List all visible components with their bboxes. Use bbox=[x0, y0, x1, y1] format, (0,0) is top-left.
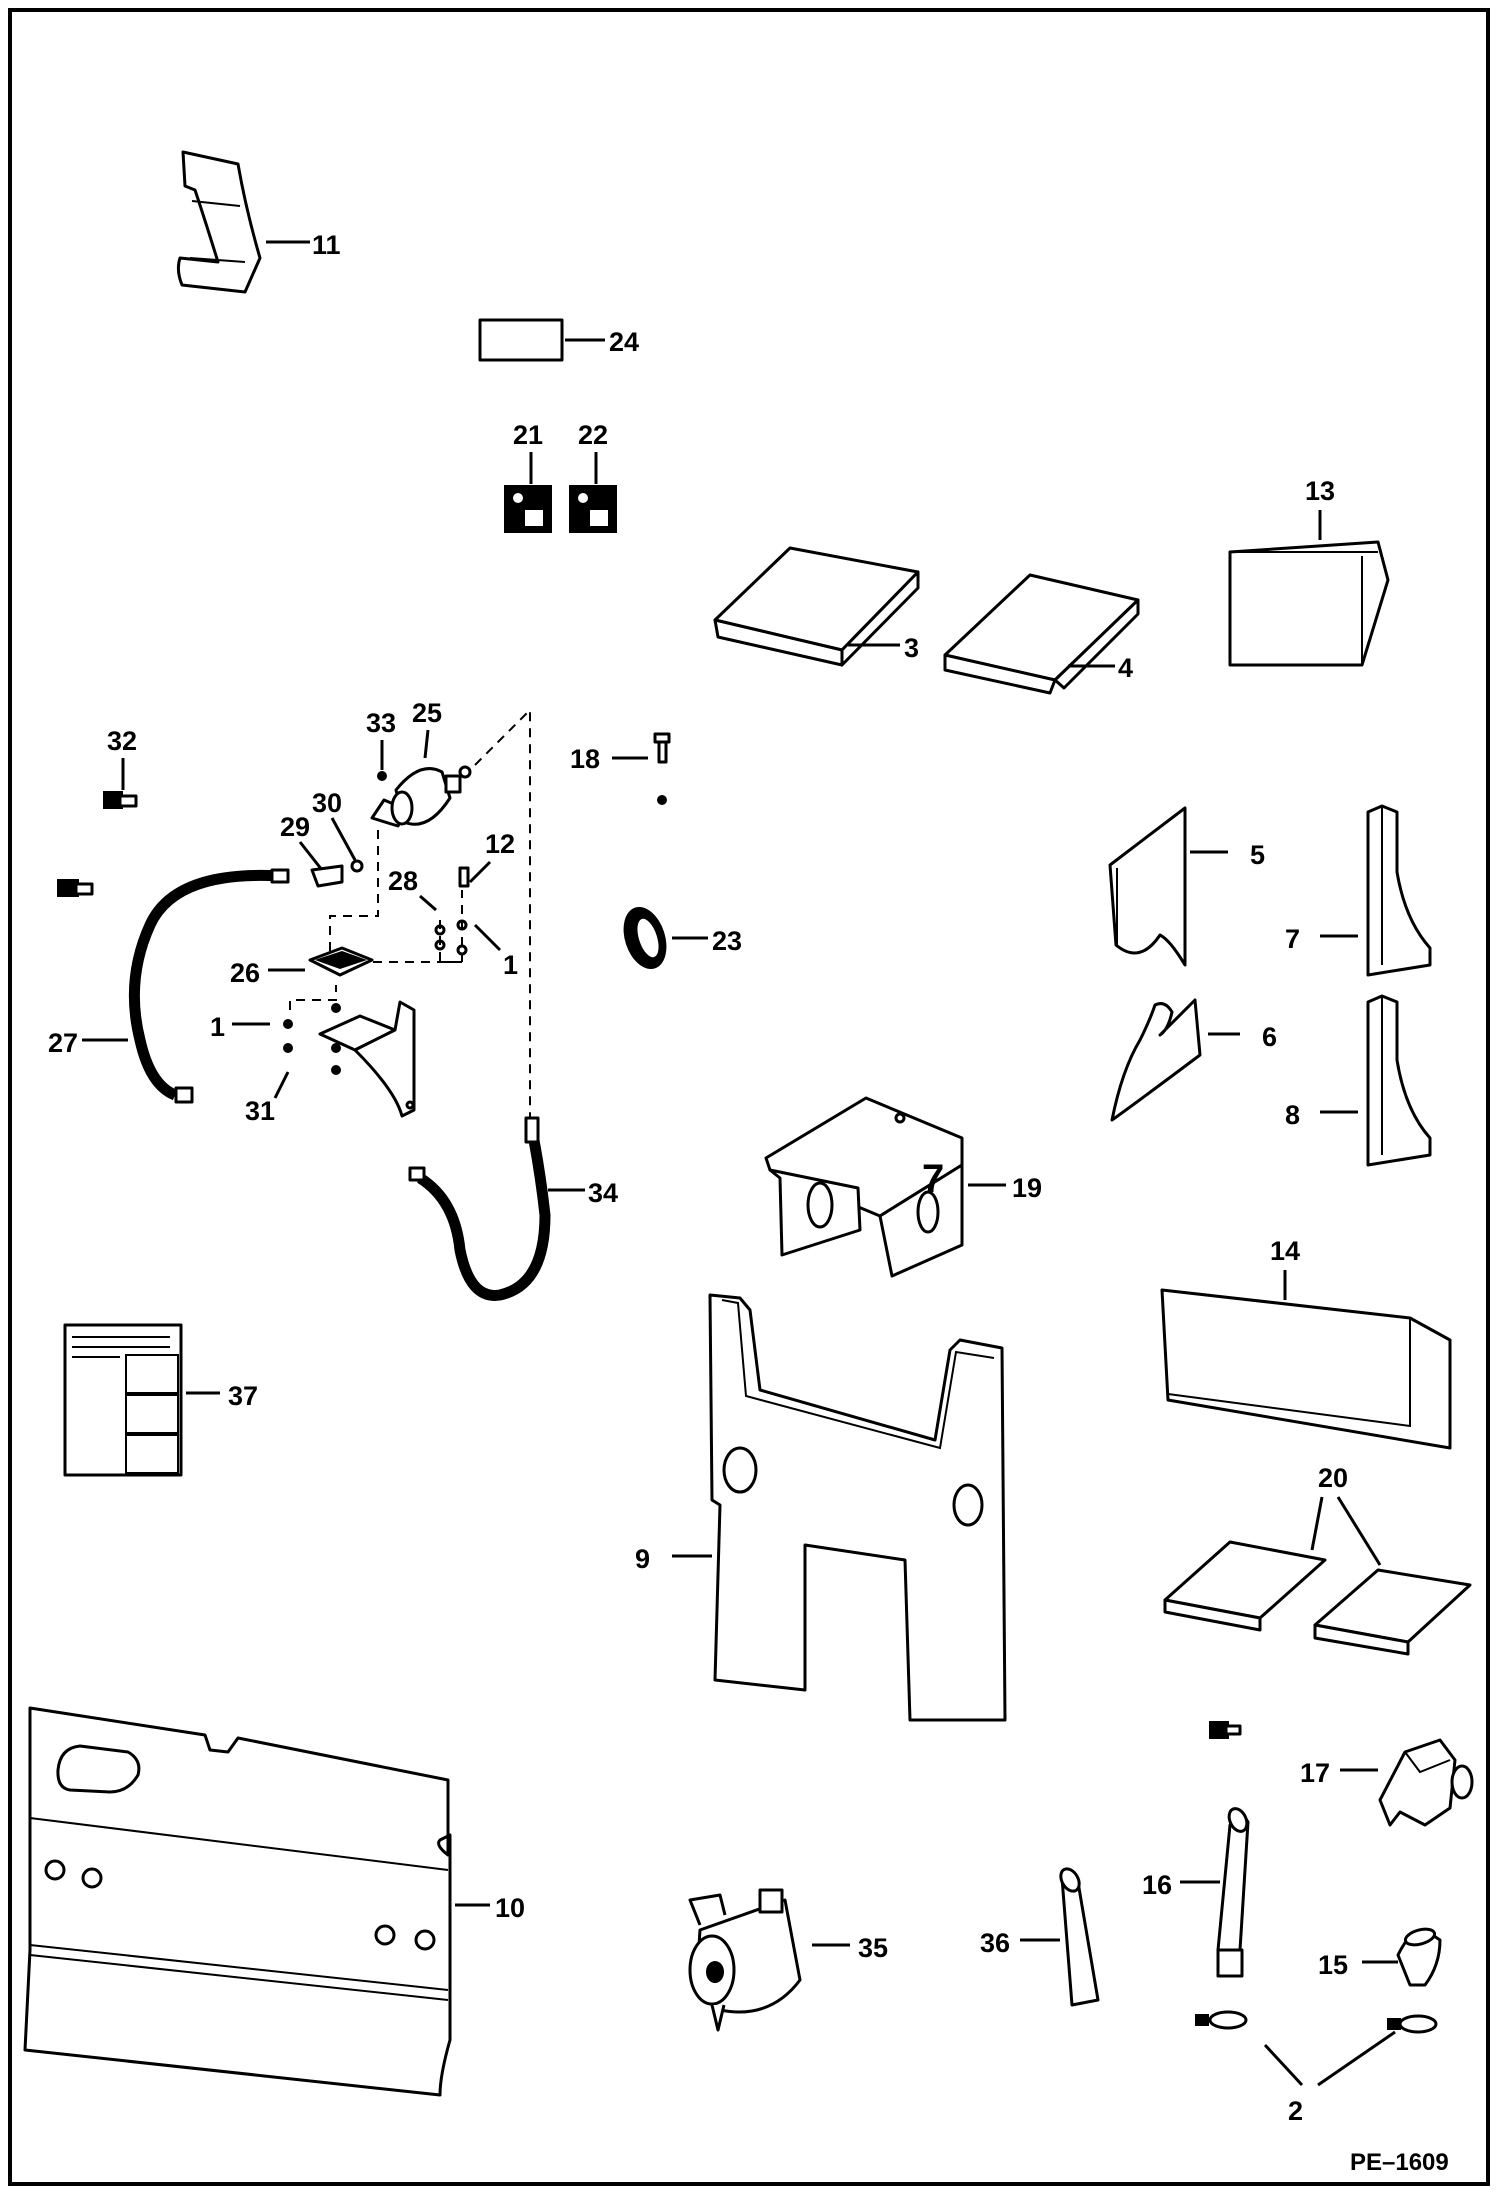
part-19-marking: 7 bbox=[922, 1157, 944, 1201]
part-20-pad-left bbox=[1163, 1540, 1327, 1632]
callout-23: 23 bbox=[712, 926, 742, 956]
callout-30: 30 bbox=[312, 788, 342, 818]
callout-32: 32 bbox=[107, 726, 137, 756]
part-4-pad bbox=[943, 573, 1140, 695]
part-26-plate bbox=[308, 946, 374, 977]
callout-1-upper: 1 bbox=[503, 950, 518, 980]
part-27-hose bbox=[128, 868, 290, 1104]
drawing-frame bbox=[8, 8, 1490, 2186]
part-36-tailpipe bbox=[1059, 1867, 1100, 2007]
callout-35: 35 bbox=[858, 1933, 888, 1963]
part-25-filter bbox=[370, 765, 472, 828]
part-14-block bbox=[1160, 1288, 1452, 1450]
callout-7: 7 bbox=[1285, 924, 1300, 954]
callout-18: 18 bbox=[570, 744, 600, 774]
callout-21: 21 bbox=[513, 420, 543, 450]
part-16-exhaust-pipe bbox=[1216, 1807, 1250, 1978]
callout-9: 9 bbox=[635, 1544, 650, 1574]
callout-14: 14 bbox=[1270, 1236, 1300, 1266]
part-11-bracket bbox=[176, 150, 262, 294]
part-29-elbow bbox=[310, 864, 344, 888]
part-10-panel bbox=[23, 1706, 452, 2097]
part-2-clamp-right bbox=[1387, 2014, 1438, 2034]
part-3-pad bbox=[713, 546, 920, 667]
fitting-bolt bbox=[1209, 1721, 1242, 1739]
callout-1-lower: 1 bbox=[210, 1012, 225, 1042]
callout-27: 27 bbox=[48, 1028, 78, 1058]
bracket-mount bbox=[318, 1000, 416, 1118]
callout-4: 4 bbox=[1118, 653, 1133, 683]
part-18-screw bbox=[653, 732, 671, 805]
callout-22: 22 bbox=[578, 420, 608, 450]
part-15-elbow bbox=[1396, 1927, 1442, 1987]
callout-24: 24 bbox=[609, 327, 639, 357]
callout-13: 13 bbox=[1305, 476, 1335, 506]
callout-3: 3 bbox=[904, 633, 919, 663]
part-37-manual bbox=[63, 1323, 183, 1477]
callout-11: 11 bbox=[312, 230, 341, 260]
callout-20: 20 bbox=[1318, 1463, 1348, 1493]
part-8-post bbox=[1366, 994, 1432, 1167]
part-24-decal bbox=[478, 318, 564, 362]
part-23-grommet bbox=[623, 906, 667, 970]
callout-34: 34 bbox=[588, 1178, 618, 1208]
part-13-block bbox=[1228, 540, 1390, 667]
callout-36: 36 bbox=[980, 1928, 1010, 1958]
part-35-muffler bbox=[688, 1888, 802, 2032]
callout-10: 10 bbox=[495, 1893, 525, 1923]
part-22-decal bbox=[569, 485, 617, 533]
part-33-nut bbox=[377, 771, 387, 781]
callout-12: 12 bbox=[485, 829, 515, 859]
part-9-panel bbox=[708, 1293, 1007, 1722]
part-20-pad-right bbox=[1313, 1568, 1472, 1656]
part-6-panel bbox=[1110, 998, 1202, 1122]
callout-26: 26 bbox=[230, 958, 260, 988]
drawing-code: PE–1609 bbox=[1350, 2149, 1449, 2176]
callout-19: 19 bbox=[1012, 1173, 1042, 1203]
part-5-panel bbox=[1108, 806, 1187, 967]
part-21-decal bbox=[504, 485, 552, 533]
part-7-post bbox=[1366, 804, 1432, 977]
part-34-hose bbox=[408, 1116, 551, 1301]
callout-6: 6 bbox=[1262, 1022, 1277, 1052]
callout-31: 31 bbox=[245, 1096, 275, 1126]
fitting-left bbox=[57, 879, 94, 897]
callout-5: 5 bbox=[1250, 840, 1265, 870]
part-32-bolt bbox=[103, 791, 138, 809]
callout-25: 25 bbox=[412, 698, 442, 728]
callout-16: 16 bbox=[1142, 1870, 1172, 1900]
part-12-bolt bbox=[458, 866, 470, 888]
callout-29: 29 bbox=[280, 812, 310, 842]
part-30-washer bbox=[350, 859, 364, 873]
callout-17: 17 bbox=[1300, 1758, 1330, 1788]
part-19-cover bbox=[764, 1096, 964, 1278]
callout-28: 28 bbox=[388, 866, 418, 896]
callout-8: 8 bbox=[1285, 1100, 1300, 1130]
callout-37: 37 bbox=[228, 1381, 258, 1411]
callout-2: 2 bbox=[1288, 2096, 1303, 2126]
part-2-clamp-left bbox=[1195, 2010, 1248, 2030]
callout-15: 15 bbox=[1318, 1950, 1348, 1980]
part-17-outlet bbox=[1378, 1738, 1474, 1827]
callout-33: 33 bbox=[366, 708, 396, 738]
